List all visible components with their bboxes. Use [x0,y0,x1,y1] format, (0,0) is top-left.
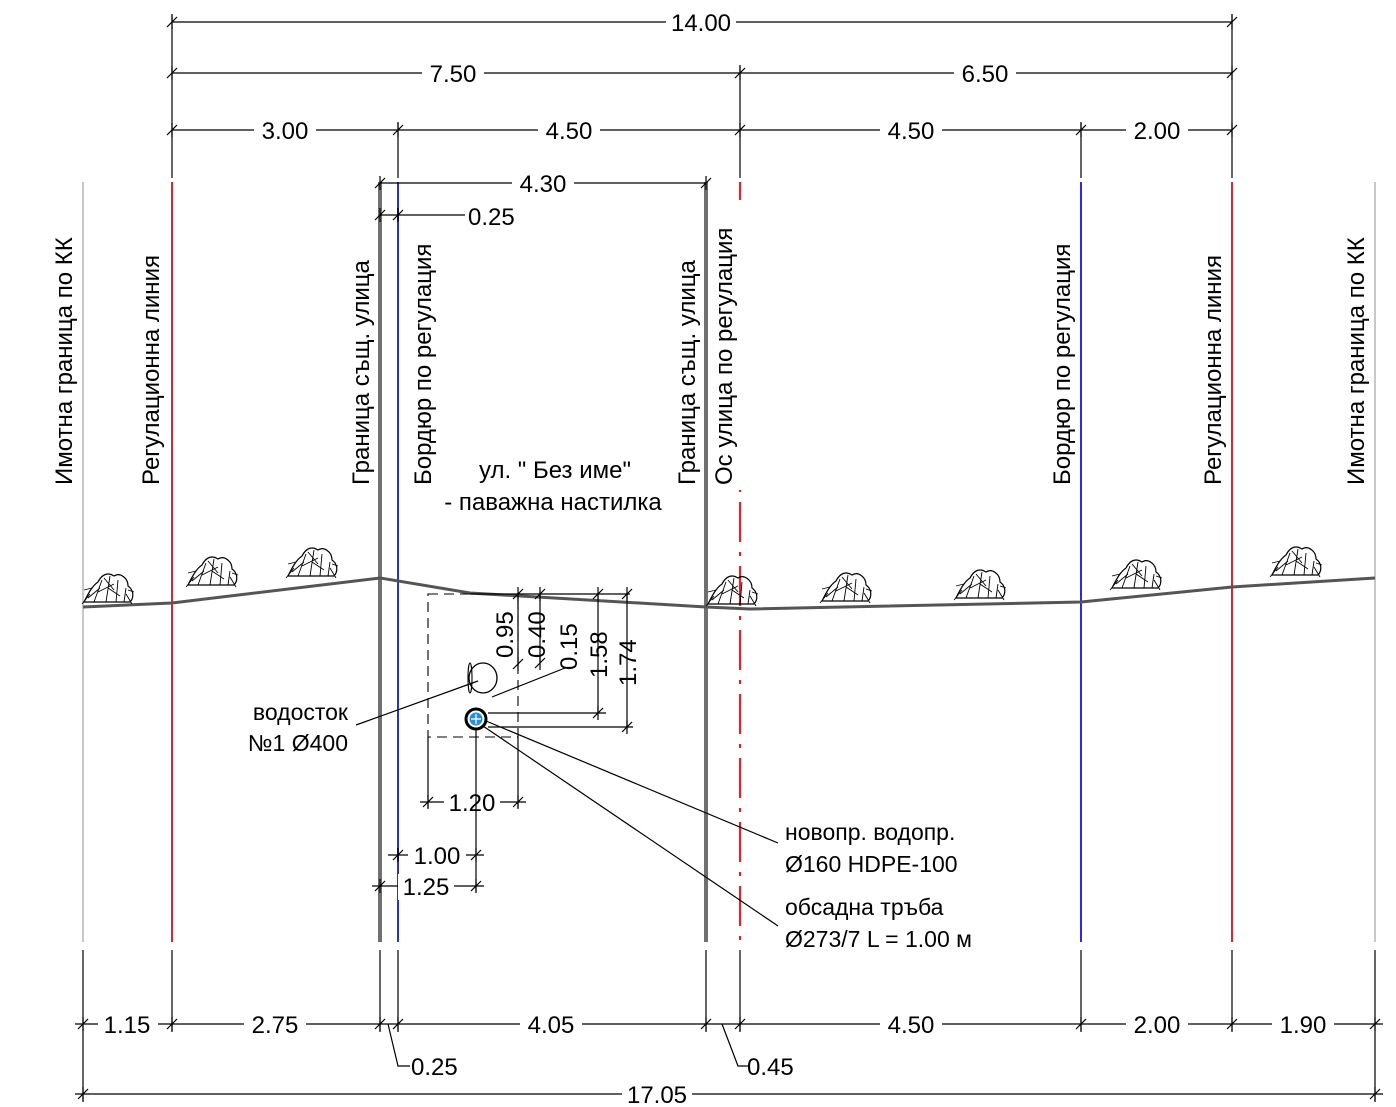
shrub [285,547,339,579]
pipe-detail: 0.95 0.40 0.15 1.58 1.74 1.20 1.00 1.25 [372,586,642,901]
dim-bottom-4: 4.50 [888,1012,935,1039]
note-drain-line2: №1 Ø400 [248,730,348,756]
shrub [1109,559,1163,591]
annotations: водосток №1 Ø400 новопр. водопр. Ø160 HD… [248,680,972,952]
dim-total-top: 14.00 [671,10,731,37]
shrub [953,569,1007,601]
street-pavement: - паважна настилка [444,489,662,516]
dim-curb-offset: 0.25 [468,204,515,231]
dim-lane-left: 4.50 [546,118,593,145]
shrub [1269,546,1323,578]
dim-015: 0.15 [556,623,583,670]
shrub [819,572,873,604]
shrub [185,556,239,588]
dim-125: 1.25 [403,874,450,901]
reference-lines [82,182,1376,942]
dim-sidewalk-right: 2.00 [1134,118,1181,145]
label-curb-left: Бордюр по регулация [410,244,437,485]
label-existing-street-right: Граница същ. улица [674,260,701,485]
dim-bottom-5: 2.00 [1134,1012,1181,1039]
dim-174: 1.74 [615,639,642,686]
dim-158: 1.58 [586,631,613,678]
dim-existing-width: 4.30 [520,171,567,198]
dim-right-half: 6.50 [962,61,1009,88]
dim-bottom-6: 1.90 [1280,1012,1327,1039]
shrub [81,573,135,605]
label-curb-right: Бордюр по регулация [1049,244,1076,485]
label-property-right: Имотна граница по КК [1343,237,1370,485]
shrub [705,575,759,607]
dim-lane-right: 4.50 [888,118,935,145]
bottom-dimensions: 1.15 2.75 4.05 4.50 2.00 1.90 0.25 0.45 … [75,950,1383,1107]
dim-bottom-1: 1.15 [104,1012,151,1039]
dim-100: 1.00 [414,843,461,870]
dim-120: 1.20 [449,790,496,817]
label-existing-street-left: Граница същ. улица [348,260,375,485]
drain-pipe-symbol [468,662,498,694]
dim-bottom-2: 2.75 [252,1012,299,1039]
label-street-axis: Ос улица по регулация [711,228,738,485]
note-drain-line1: водосток [253,699,349,725]
dim-sidewalk-left: 3.00 [262,118,309,145]
dim-bottom-small-left: 0.25 [411,1054,458,1081]
dim-left-half: 7.50 [430,61,477,88]
dim-095: 0.95 [492,611,519,658]
note-water-line2: Ø160 HDPE-100 [785,851,958,877]
note-casing-line2: Ø273/7 L = 1.00 м [785,926,972,952]
ground-profile [82,576,1376,611]
dim-bottom-total: 17.05 [627,1082,687,1107]
street-name: ул. " Без име" [479,457,631,484]
note-casing-line1: обсадна тръба [785,894,944,920]
dim-bottom-small-right: 0.45 [747,1054,794,1081]
vertical-labels: Имотна граница по КК Регулационна линия … [51,228,1370,485]
note-water-line1: новопр. водопр. [785,819,955,845]
dim-bottom-3: 4.05 [528,1012,575,1039]
label-property-left: Имотна граница по КК [51,237,78,485]
label-regulation-right: Регулационна линия [1200,255,1227,485]
label-regulation-left: Регулационна линия [138,255,165,485]
dim-040: 0.40 [524,611,551,658]
top-dimensions: 14.00 7.50 6.50 3.00 4.50 4.50 2.00 4.30… [166,8,1238,231]
